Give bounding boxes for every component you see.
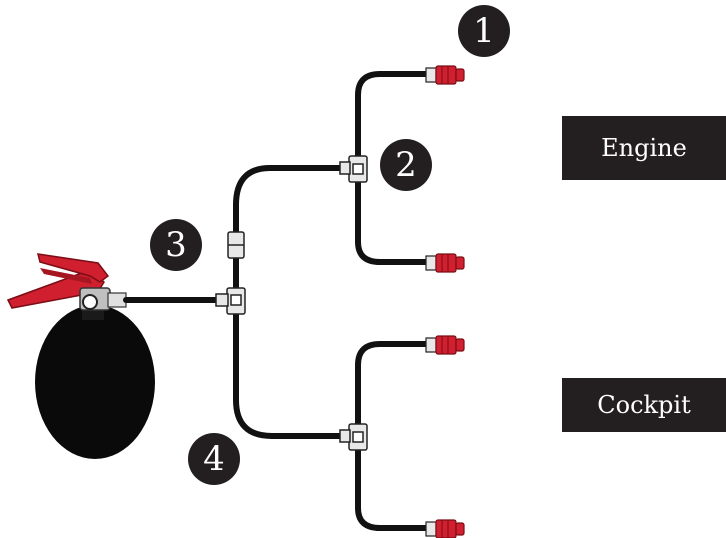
tee-fitting-icon — [215, 287, 246, 315]
nozzle-icon — [425, 65, 465, 85]
cockpit-upper-hose — [355, 341, 431, 439]
engine-label: Engine — [562, 116, 726, 180]
marker-1: 1 — [458, 5, 510, 57]
engine-upper-hose — [355, 71, 431, 171]
marker-3: 3 — [150, 219, 202, 271]
tee-fitting-icon — [339, 423, 368, 451]
nozzle-icon — [425, 519, 465, 538]
cockpit-label: Cockpit — [562, 378, 726, 432]
engine-lower-hose — [355, 165, 431, 265]
extinguisher-gauge — [82, 294, 98, 310]
cockpit-lower-hose — [355, 433, 431, 531]
extinguisher-body — [35, 305, 155, 459]
upper-branch-hose — [233, 165, 359, 303]
fittings — [215, 155, 368, 451]
extinguisher-lever-inner — [40, 268, 92, 284]
marker-2: 2 — [380, 139, 432, 191]
nozzles — [425, 65, 465, 538]
marker-4: 4 — [188, 433, 240, 485]
lower-branch-hose — [233, 297, 359, 439]
tee-fitting-icon — [339, 155, 368, 183]
nozzle-icon — [425, 253, 465, 273]
nozzle-icon — [425, 335, 465, 355]
fire-extinguisher-icon — [6, 253, 155, 459]
hose-network — [123, 71, 431, 531]
coupling-icon — [227, 231, 245, 259]
extinguisher-handle — [36, 253, 110, 283]
